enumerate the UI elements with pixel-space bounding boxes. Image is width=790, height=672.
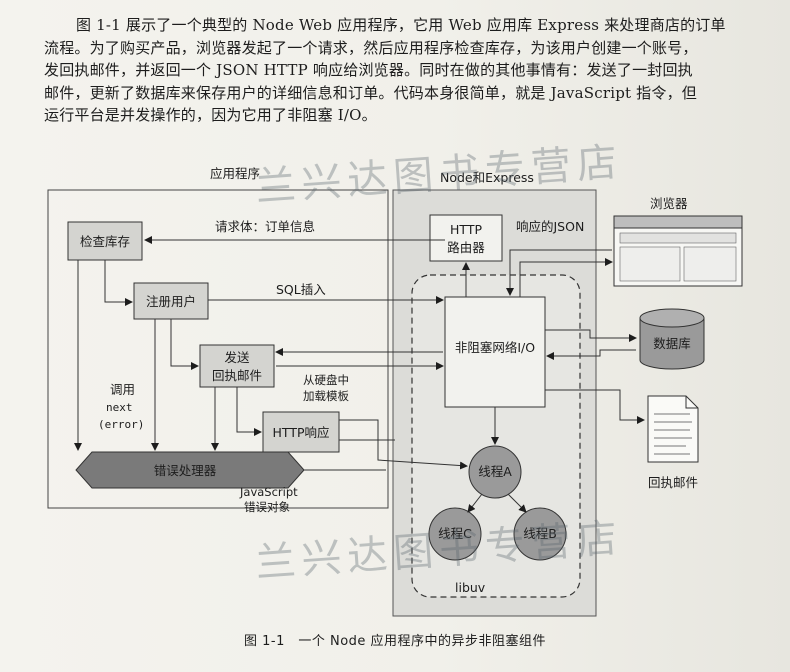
register-user-box <box>133 282 209 320</box>
paragraph-line: 图 1-1 展示了一个典型的 Node Web 应用程序，它用 Web 应用库 … <box>76 16 726 34</box>
check-stock-box <box>67 221 143 261</box>
thread-b-circle <box>513 507 567 561</box>
call-label-3: (error) <box>98 418 144 431</box>
thread-a-label: 线程A <box>478 464 512 479</box>
send-receipt-box <box>199 344 275 388</box>
error-handler-shape <box>75 451 305 489</box>
thread-b-label: 线程B <box>523 526 557 541</box>
body-paragraph: 图 1-1 展示了一个典型的 Node Web 应用程序，它用 Web 应用库 … <box>44 14 764 127</box>
request-body-label: 请求体：订单信息 <box>215 219 315 234</box>
node-express-label: Node和Express <box>440 170 534 185</box>
thread-c-circle <box>428 507 482 561</box>
register-user-label: 注册用户 <box>146 294 196 309</box>
load-template-label-2: 加载模板 <box>303 389 349 403</box>
json-response-label: 响应的JSON <box>516 219 584 234</box>
receipt-email-label: 回执邮件 <box>648 475 698 490</box>
application-frame <box>47 189 389 509</box>
http-response-label: HTTP响应 <box>273 425 330 440</box>
http-router-box <box>429 214 503 262</box>
load-template-label-1: 从硬盘中 <box>303 373 349 387</box>
nonblocking-io-label: 非阻塞网络I/O <box>455 340 535 355</box>
document-icon <box>647 395 699 463</box>
send-receipt-label-1: 发送 <box>224 350 250 365</box>
thread-c-label: 线程C <box>438 526 472 541</box>
paragraph-line: 邮件，更新了数据库来保存用户的详细信息和订单。代码本身很简单，就是 JavaSc… <box>44 83 697 102</box>
js-error-label-2: 错误对象 <box>244 500 290 514</box>
browser-label: 浏览器 <box>650 196 688 211</box>
libuv-label: libuv <box>455 580 486 595</box>
send-receipt-label-2: 回执邮件 <box>212 368 262 383</box>
error-handler-label: 错误处理器 <box>154 463 217 478</box>
browser-window-icon <box>613 215 743 287</box>
database-icon <box>639 308 705 370</box>
call-label-1: 调用 <box>110 382 135 397</box>
thread-a-circle <box>468 445 522 499</box>
http-response-box <box>262 411 340 453</box>
sql-insert-label: SQL插入 <box>276 282 326 297</box>
js-error-label-1: JavaScript <box>239 485 298 499</box>
check-stock-label: 检查库存 <box>80 234 130 249</box>
paragraph-line: 运行平台是并发操作的，因为它用了非阻塞 I/O。 <box>44 106 377 125</box>
figure-caption: 图 1-1 一个 Node 应用程序中的异步非阻塞组件 <box>243 634 547 649</box>
paragraph-line: 发回执邮件，并返回一个 JSON HTTP 响应给浏览器。同时在做的其他事情有：… <box>44 61 693 80</box>
http-router-label-2: 路由器 <box>447 240 485 255</box>
nonblocking-io-box <box>444 296 546 408</box>
paragraph-line: 流程。为了购买产品，浏览器发起了一个请求，然后应用程序检查库存，为该用户创建一个… <box>44 38 698 57</box>
call-label-2: next <box>106 401 133 414</box>
database-label: 数据库 <box>653 336 691 351</box>
http-router-label-1: HTTP <box>450 222 482 237</box>
app-label: 应用程序 <box>210 166 260 181</box>
